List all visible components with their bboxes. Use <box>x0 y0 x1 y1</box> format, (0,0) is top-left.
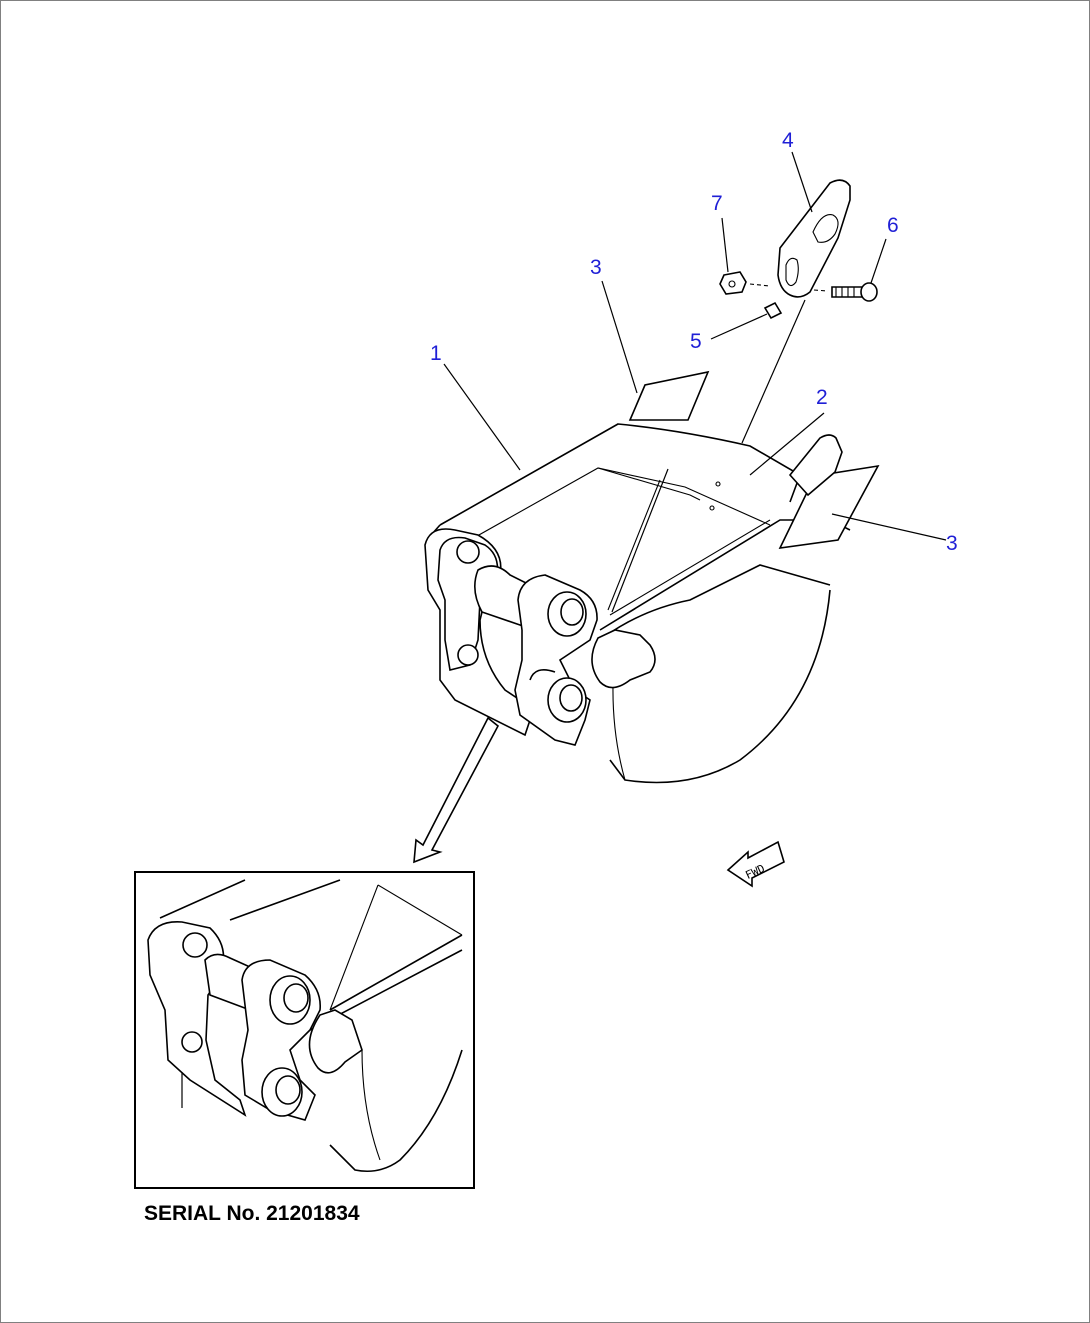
washer-part <box>763 301 783 320</box>
callout-3-left: 3 <box>590 256 602 279</box>
side-cutter-right <box>778 464 880 549</box>
fwd-label: FWD <box>743 862 767 882</box>
fwd-marker: FWD <box>726 840 785 888</box>
inset-pointer-arrow <box>413 716 500 864</box>
callout-1-main: 1 <box>430 342 442 365</box>
serial-number-label: SERIAL No. 21201834 <box>144 1202 360 1225</box>
nut-part <box>719 271 747 295</box>
callout-5: 5 <box>690 330 702 353</box>
bucket-assembly <box>424 370 880 784</box>
leader-lines <box>443 151 947 613</box>
callout-2: 2 <box>816 386 828 409</box>
tooth-assembly <box>719 179 878 320</box>
callout-6: 6 <box>887 214 899 237</box>
callout-7: 7 <box>711 192 723 215</box>
tooth-part <box>777 179 851 298</box>
callout-4: 4 <box>782 129 794 152</box>
inset-detail <box>134 871 475 1189</box>
side-cutter-left <box>628 370 710 421</box>
callout-3-right: 3 <box>946 532 958 555</box>
